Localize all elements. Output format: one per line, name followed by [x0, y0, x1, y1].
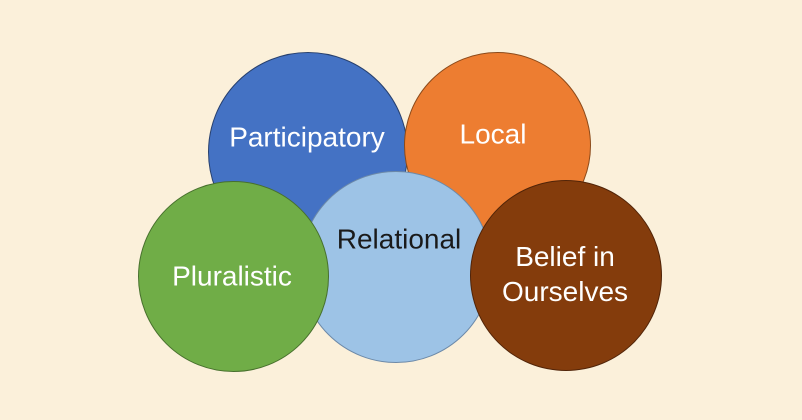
label-pluralistic: Pluralistic — [172, 260, 292, 292]
label-participatory: Participatory — [229, 121, 385, 153]
circle-relational — [300, 171, 492, 363]
label-relational: Relational — [336, 223, 462, 255]
circle-pluralistic — [138, 181, 329, 372]
circle-belief-in-ourselves — [470, 180, 662, 371]
label-belief-in-ourselves: Belief in Ourselves — [501, 241, 629, 307]
label-local: Local — [459, 118, 527, 150]
